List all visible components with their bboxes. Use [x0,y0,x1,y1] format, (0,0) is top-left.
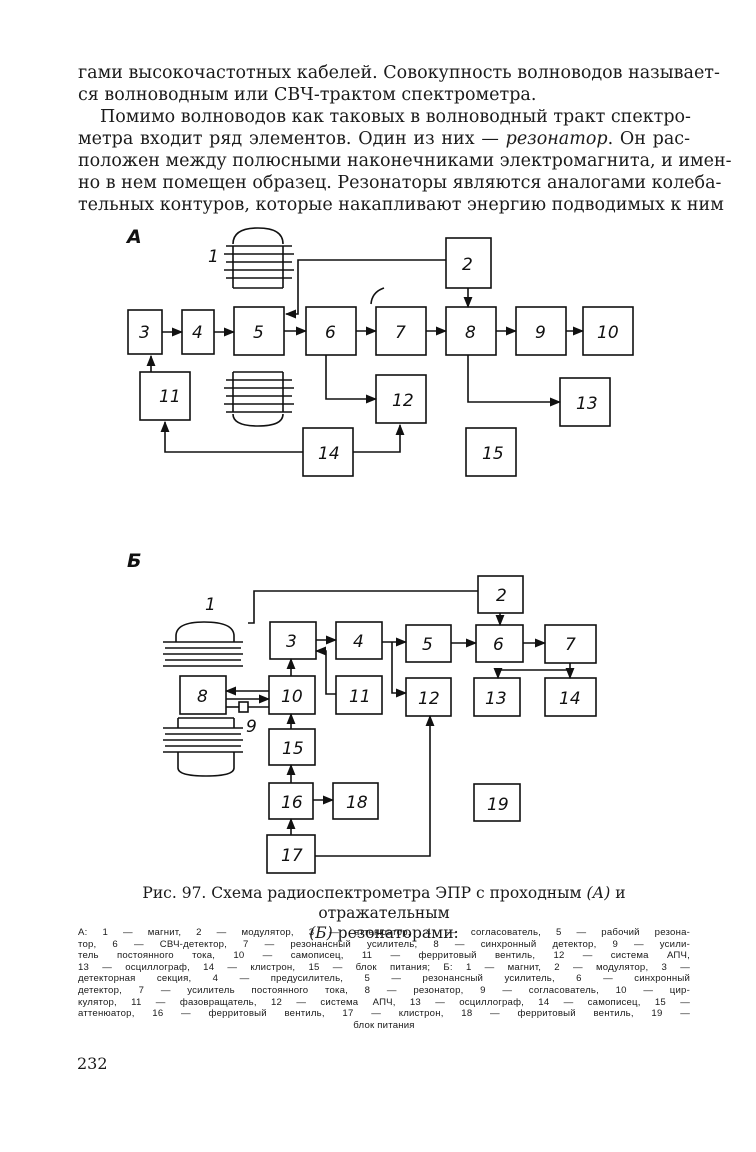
diagram-b-label: Б [127,550,141,572]
magnet-a-bottom [224,371,294,427]
legend-line: аттенюатор, 16 — ферритовый вентиль, 17 … [78,1008,690,1020]
label-b11: 11 [349,687,371,707]
block-b19 [473,783,521,822]
figure-legend: А: 1 — магнит, 2 — модулятор, 3 — аттеню… [78,927,690,1031]
label-a12: 12 [392,391,414,411]
label-b1: 1 [205,595,216,615]
legend-line: 13 — осциллограф, 14 — клистрон, 15 — бл… [78,961,690,973]
caption-text: Рис. 97. Схема радиоспектрометра ЭПР с п… [142,884,582,902]
block-a15 [465,427,517,477]
label-a4: 4 [192,323,203,343]
label-a14: 14 [318,444,340,464]
page-number: 232 [77,1054,108,1073]
label-b6: 6 [493,635,504,655]
label-b10: 10 [281,687,303,707]
label-a5: 5 [253,323,264,343]
label-b16: 16 [281,793,303,813]
diagram-a-label: А [125,226,142,248]
label-b15: 15 [282,739,304,759]
label-a3: 3 [139,323,150,343]
legend-line: тель постоянного тока, 10 — самописец, 1… [78,950,690,962]
label-a8: 8 [465,323,476,343]
legend-line: детектор, 7 — усилитель постоянного тока… [78,984,690,996]
label-b13: 13 [485,689,507,709]
label-a9: 9 [535,323,546,343]
text-line: гами высокочастотных кабелей. Совокупнос… [78,63,720,83]
text-line: но в нем помещен образец. Резонаторы явл… [78,173,722,193]
label-b19: 19 [487,795,509,815]
caption-text: и отражательным [318,884,626,922]
label-b9: 9 [246,717,257,737]
text-line: Помимо волноводов как таковых в волновод… [100,107,691,127]
text-line: ся волноводным или СВЧ-трактом спектроме… [78,85,537,105]
caption-b: (Б) [309,924,333,942]
legend-line: кулятор, 11 — фазовращатель, 12 — систем… [78,996,690,1008]
text-line: положен между полюсными наконечниками эл… [78,151,732,171]
paragraph-1: гами высокочастотных кабелей. Совокупнос… [78,62,720,106]
label-a13: 13 [576,394,598,414]
diagram-b [163,575,597,874]
text-line: тельных контуров, которые накапливают эн… [78,195,724,215]
label-a2: 2 [462,255,473,275]
text-fragment: метра входит ряд элементов. Один из них … [78,129,499,149]
label-b14: 14 [559,689,581,709]
label-a6: 6 [325,323,336,343]
label-b5: 5 [422,635,433,655]
magnet-b-top [163,621,243,667]
label-b17: 17 [281,846,303,866]
label-b4: 4 [353,632,364,652]
block-b11 [335,675,383,715]
label-b7: 7 [565,635,576,655]
text-fragment: . Он рас- [607,129,690,149]
magnet-a-top [224,227,294,289]
diagram-a [127,227,634,477]
block-b9 [238,701,249,713]
label-b3: 3 [286,632,297,652]
figure-caption: Рис. 97. Схема радиоспектрометра ЭПР с п… [78,883,690,943]
legend-line: А: 1 — магнит, 2 — модулятор, 3 — аттеню… [78,927,690,938]
caption-text: резонаторами: [337,924,459,942]
label-a7: 7 [395,323,406,343]
label-b2: 2 [496,586,507,606]
legend-line: блок питания [353,1019,415,1031]
emphasis-term: резонатор [505,129,608,149]
label-b18: 18 [346,793,368,813]
label-b8: 8 [197,687,208,707]
paragraph-2: Помимо волноводов как таковых в волновод… [78,106,732,216]
label-a1: 1 [208,247,219,267]
magnet-b-bottom [163,717,243,777]
caption-a: (А) [586,884,611,902]
label-a11: 11 [159,387,181,407]
label-a10: 10 [597,323,619,343]
text-line: метра входит ряд элементов. Один из них … [78,128,690,150]
legend-line: тор, 6 — СВЧ-детектор, 7 — резонансный у… [78,938,690,950]
legend-line: детекторная секция, 4 — предусилитель, 5… [78,973,690,985]
block-a11 [139,371,191,421]
label-a15: 15 [482,444,504,464]
label-b12: 12 [418,689,440,709]
